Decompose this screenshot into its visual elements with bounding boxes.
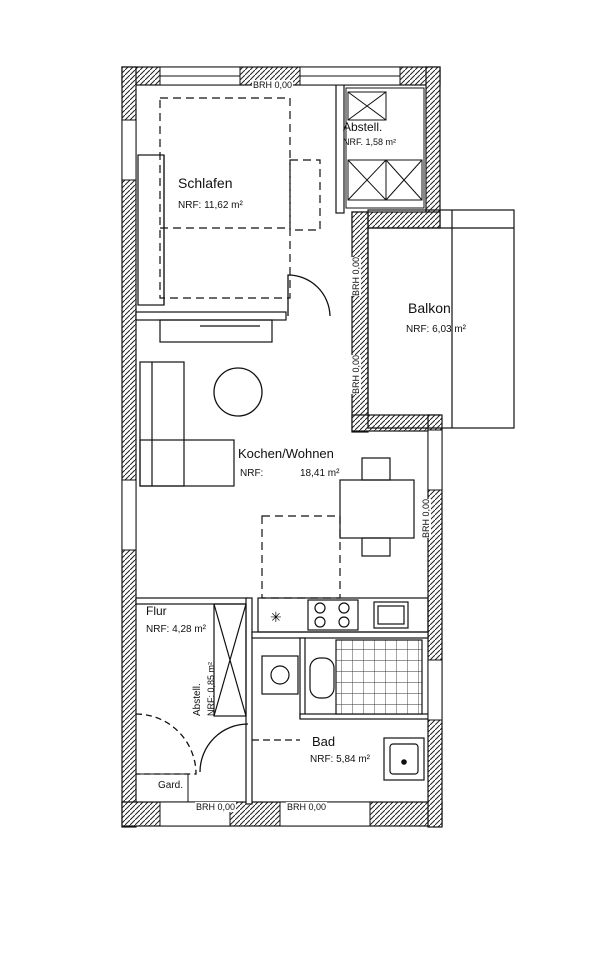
sofa xyxy=(139,361,235,487)
brh-balkon-upper: BRH 0,00 xyxy=(351,256,361,296)
room-area-bad: NRF: 5,84 m² xyxy=(310,754,371,765)
room-area-schlafen: NRF: 11,62 m² xyxy=(178,200,243,211)
room-name-kochen-wohnen: Kochen/Wohnen xyxy=(238,446,334,461)
gard-box xyxy=(135,773,189,803)
room-name-abstell-top: Abstell. xyxy=(343,120,383,134)
brh-bottom-right: BRH 0,00 xyxy=(286,802,328,812)
fridge-icon: ✳ xyxy=(270,610,282,626)
kitchen-counter xyxy=(257,597,429,633)
room-area-balkon: NRF: 6,03 m² xyxy=(406,324,467,335)
room-name-schlafen: Schlafen xyxy=(178,175,233,191)
room-area-abstell-top: NRF. 1,58 m² xyxy=(343,137,397,147)
kitchen-dashed-area xyxy=(261,515,341,599)
brh-bottom-left: BRH 0,00 xyxy=(195,802,237,812)
brh-top: BRH 0,00 xyxy=(252,80,294,90)
windows xyxy=(121,66,443,827)
room-area-prefix-kochen-wohnen: NRF: xyxy=(240,468,264,479)
room-name-gard: Gard. xyxy=(158,780,184,791)
room-name-balkon: Balkon xyxy=(408,300,451,316)
brh-balkon-lower: BRH 0,00 xyxy=(351,354,361,394)
balkon-outline xyxy=(367,209,515,429)
bath-fixtures xyxy=(261,639,425,781)
bed-pillow xyxy=(137,154,165,306)
room-name-bad: Bad xyxy=(312,734,336,749)
entrance-door xyxy=(135,713,197,775)
dining-table xyxy=(339,457,415,557)
brh-kitchen-right: BRH 0,00 xyxy=(421,498,431,538)
interior-walls xyxy=(135,84,429,805)
room-area-abstell-flur: NRF: 0,85 m² xyxy=(206,661,216,716)
bedroom-door xyxy=(287,274,331,317)
room-name-abstell-flur: Abstell. xyxy=(192,683,203,716)
bed-furniture xyxy=(159,97,321,299)
flur-door xyxy=(199,723,249,773)
room-area-flur: NRF: 4,28 m² xyxy=(146,624,207,635)
wardrobe xyxy=(159,319,273,343)
abstell-top-storage xyxy=(345,87,425,209)
abstell-flur-storage xyxy=(213,603,247,717)
room-area-kochen-wohnen: 18,41 m² xyxy=(300,468,340,479)
round-table xyxy=(213,367,263,417)
room-name-flur: Flur xyxy=(146,604,167,618)
